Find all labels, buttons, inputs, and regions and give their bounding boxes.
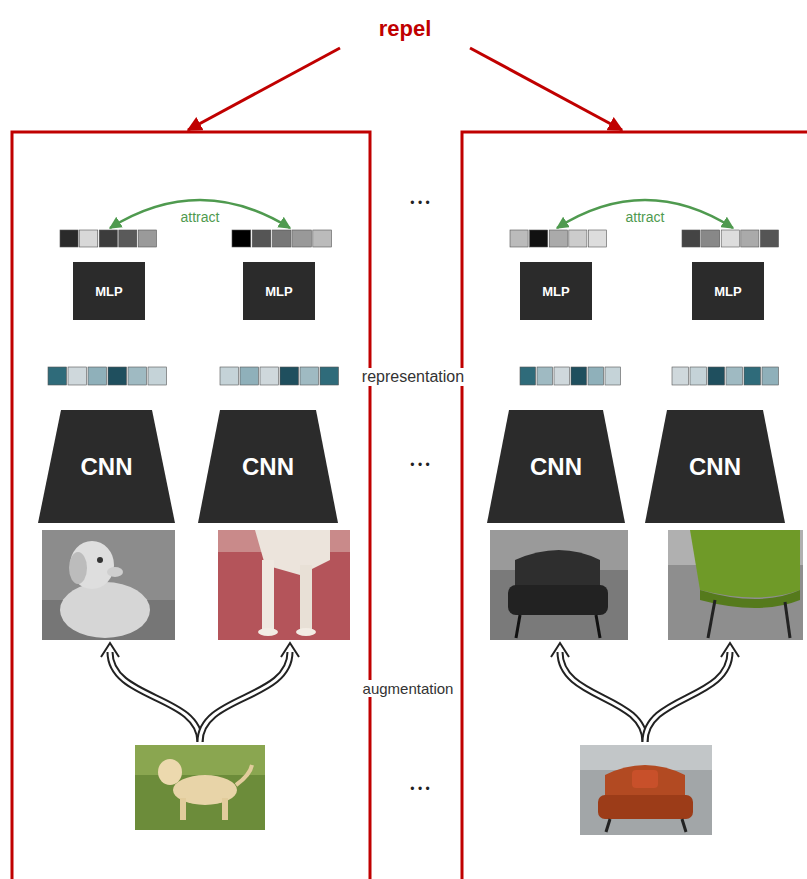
vector-cell <box>48 367 67 385</box>
vector-cell <box>128 367 147 385</box>
cnn-encoder: CNN <box>645 410 785 523</box>
vector-cell <box>690 367 707 385</box>
node-label: CNN <box>242 453 294 481</box>
mlp-projection-head: MLP <box>520 262 592 320</box>
trapezoid-fill <box>645 410 785 523</box>
vector-cell <box>682 230 700 247</box>
vector-cell <box>300 367 319 385</box>
attract-arrow <box>557 200 733 228</box>
vector-cell <box>588 367 604 385</box>
vector-cell <box>571 367 587 385</box>
cnn-encoder: CNN <box>38 410 175 523</box>
vector-cell <box>60 230 78 247</box>
mlp-projection-head: MLP <box>73 262 145 320</box>
node-label: CNN <box>530 453 582 481</box>
vector-cell <box>99 230 117 247</box>
representation-label: representation <box>359 368 467 386</box>
original-chair <box>580 745 712 835</box>
vector-cell <box>702 230 720 247</box>
vector-cell <box>520 367 536 385</box>
augmented-chair-green <box>668 530 803 640</box>
vector-cell <box>280 367 299 385</box>
repel-label: repel <box>379 16 432 42</box>
embedding-vectors <box>48 230 779 385</box>
ellipsis: • • • <box>410 782 429 796</box>
vector-cell <box>68 367 87 385</box>
cnn-encoder: CNN <box>198 410 338 523</box>
augmentation-arrows <box>101 643 739 742</box>
vector-cell <box>320 367 339 385</box>
attract-label: attract <box>181 209 220 225</box>
vector-cell <box>549 230 567 247</box>
vector-cell <box>232 230 251 247</box>
repel-arrow <box>470 48 622 130</box>
vector-cell <box>138 230 156 247</box>
vector-cell <box>672 367 689 385</box>
vector-cell <box>744 367 761 385</box>
vector-cell <box>252 230 271 247</box>
vector-cell <box>762 367 779 385</box>
node-label: CNN <box>689 453 741 481</box>
ellipsis: • • • <box>410 196 429 210</box>
vector-cell <box>272 230 291 247</box>
vector-cell <box>148 367 167 385</box>
cnn-encoder: CNN <box>487 410 625 523</box>
mlp-projection-head: MLP <box>692 262 764 320</box>
node-label: MLP <box>542 284 569 299</box>
node-label: MLP <box>265 284 292 299</box>
group-box <box>12 132 370 879</box>
vector-cell <box>260 367 279 385</box>
augmented-chair-dark <box>490 530 628 640</box>
vector-cell <box>554 367 570 385</box>
repel-arrow <box>188 48 340 130</box>
vector-cell <box>588 230 606 247</box>
node-label: CNN <box>81 453 133 481</box>
vector-cell <box>293 230 312 247</box>
vector-cell <box>741 230 759 247</box>
vector-cell <box>605 367 621 385</box>
attract-label: attract <box>626 209 665 225</box>
vector-cell <box>108 367 127 385</box>
mlp-projection-head: MLP <box>243 262 315 320</box>
original-dog <box>135 745 265 830</box>
vector-cell <box>220 367 239 385</box>
node-label: MLP <box>714 284 741 299</box>
vector-cell <box>537 367 553 385</box>
attract-arrow <box>110 200 290 228</box>
augmented-dog-red <box>218 530 350 640</box>
ellipsis: • • • <box>410 458 429 472</box>
trapezoid-fill <box>198 410 338 523</box>
vector-cell <box>80 230 98 247</box>
vector-cell <box>119 230 137 247</box>
node-label: MLP <box>95 284 122 299</box>
vector-cell <box>530 230 548 247</box>
vector-cell <box>510 230 528 247</box>
trapezoid-fill <box>487 410 625 523</box>
vector-cell <box>721 230 739 247</box>
vector-cell <box>569 230 587 247</box>
augmented-dog-gray <box>42 530 175 640</box>
vector-cell <box>760 230 778 247</box>
augmentation-label: augmentation <box>360 680 457 697</box>
group-box <box>462 132 807 879</box>
vector-cell <box>313 230 332 247</box>
vector-cell <box>240 367 259 385</box>
vector-cell <box>708 367 725 385</box>
vector-cell <box>88 367 107 385</box>
trapezoid-fill <box>38 410 175 523</box>
vector-cell <box>726 367 743 385</box>
